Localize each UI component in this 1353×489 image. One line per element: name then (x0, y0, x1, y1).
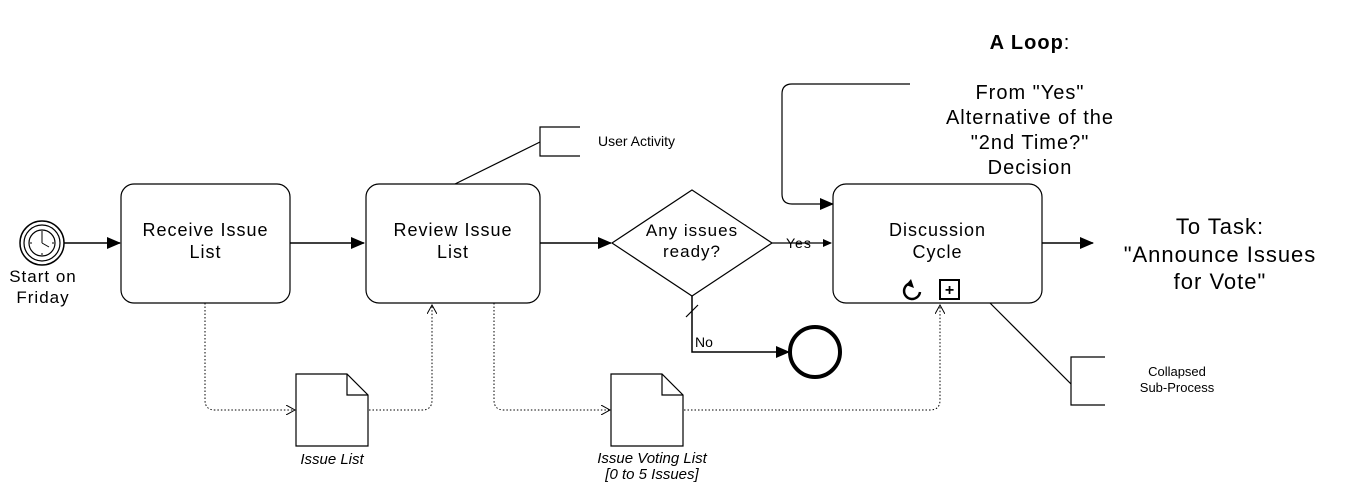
assoc-voting-list-to-discussion (684, 305, 940, 411)
assoc-receive-to-issue-list (204, 303, 295, 410)
annotation-collapsed-subprocess: Collapsed Sub-Process (1139, 364, 1215, 395)
data-object-issue-list[interactable] (295, 373, 369, 447)
annotation-user-activity-line (454, 141, 541, 185)
plus-icon[interactable]: + (939, 279, 960, 300)
task-receive-label: Receive Issue List (142, 220, 269, 262)
flow-gateway-no (691, 295, 790, 358)
clock-icon (30, 231, 54, 255)
task-discussion-label: Discussion Cycle (888, 220, 987, 262)
data-object-voting-list-label: Issue Voting List [0 to 5 Issues] (597, 450, 707, 483)
assoc-issue-list-to-review (369, 305, 432, 411)
annotation-collapsed-bracket (1070, 356, 1105, 406)
task-review-label: Review Issue List (393, 220, 513, 262)
gateway-no-label: No (695, 334, 713, 350)
annotation-collapsed-line (989, 302, 1072, 385)
default-flow-slash (685, 304, 699, 318)
loop-icon (902, 279, 922, 301)
gateway-yes-label: Yes (786, 235, 812, 251)
annotation-user-activity-bracket (539, 126, 580, 157)
end-event[interactable] (788, 325, 842, 379)
gateway-label: Any issues ready? (645, 221, 739, 261)
loop-flow (781, 83, 910, 210)
loop-annotation-title: A Loop: (989, 32, 1071, 54)
subprocess-discussion-cycle[interactable] (832, 183, 1043, 304)
svg-text:+: + (945, 282, 954, 299)
loop-annotation: A Loop: From "Yes" Alternative of the "2… (905, 6, 1155, 206)
task-review-issue-list[interactable] (365, 183, 541, 304)
start-timer-event[interactable] (19, 220, 65, 266)
data-object-issue-voting-list[interactable] (610, 373, 684, 447)
gateway-any-issues-ready[interactable] (610, 189, 774, 297)
annotation-user-activity: User Activity (598, 133, 676, 149)
to-task-label: To Task: "Announce Issues for Vote" (1123, 214, 1317, 294)
start-event-label: Start on Friday (9, 267, 77, 307)
loop-annotation-body: From "Yes" Alternative of the "2nd Time?… (945, 82, 1115, 179)
data-object-issue-list-label: Issue List (300, 451, 364, 468)
assoc-review-to-voting-list (493, 303, 610, 410)
